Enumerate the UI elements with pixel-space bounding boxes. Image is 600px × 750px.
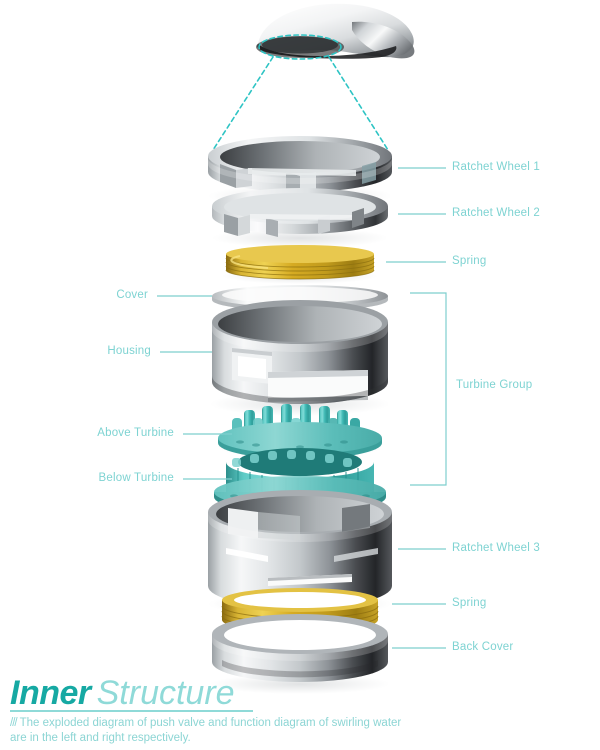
title-word-regular: Structure: [96, 674, 235, 712]
label-ratchet-wheel-3[interactable]: Ratchet Wheel 3: [452, 542, 541, 554]
subtitle-marker: ///: [10, 717, 18, 729]
label-cover[interactable]: Cover: [116, 289, 148, 301]
title-underline: [10, 710, 253, 712]
label-ratchet-wheel-1[interactable]: Ratchet Wheel 1: [452, 161, 541, 173]
label-back-cover[interactable]: Back Cover: [452, 641, 514, 653]
label-above-turbine[interactable]: Above Turbine: [97, 427, 174, 439]
subtitle-line-1: The exploded diagram of push valve and f…: [19, 717, 316, 729]
label-spring-top[interactable]: Spring: [452, 255, 487, 267]
leader-lines: [157, 167, 446, 649]
subtitle-line-2: of swirling water are in the left and ri…: [10, 717, 402, 744]
label-spring-bottom[interactable]: Spring: [452, 597, 487, 609]
component-ratchet-wheel-3: [208, 490, 392, 616]
outlet-projection-guides: [212, 34, 389, 151]
component-housing: [210, 300, 390, 416]
component-ratchet-wheel-2: [212, 188, 388, 248]
component-back-cover: [210, 614, 390, 694]
label-ratchet-wheel-2[interactable]: Ratchet Wheel 2: [452, 207, 541, 219]
subtitle-block: /// The exploded diagram of push valve a…: [10, 716, 410, 746]
label-turbine-group[interactable]: Turbine Group: [456, 379, 533, 391]
label-housing[interactable]: Housing: [107, 345, 151, 357]
component-spring-top: [222, 245, 378, 284]
title-word-emphasis: Inner: [10, 674, 91, 712]
turbine-group-bracket: [410, 292, 447, 486]
label-below-turbine[interactable]: Below Turbine: [98, 472, 174, 484]
below-turbine-tooth-tips: [232, 450, 352, 467]
faucet-spout: [256, 3, 415, 59]
